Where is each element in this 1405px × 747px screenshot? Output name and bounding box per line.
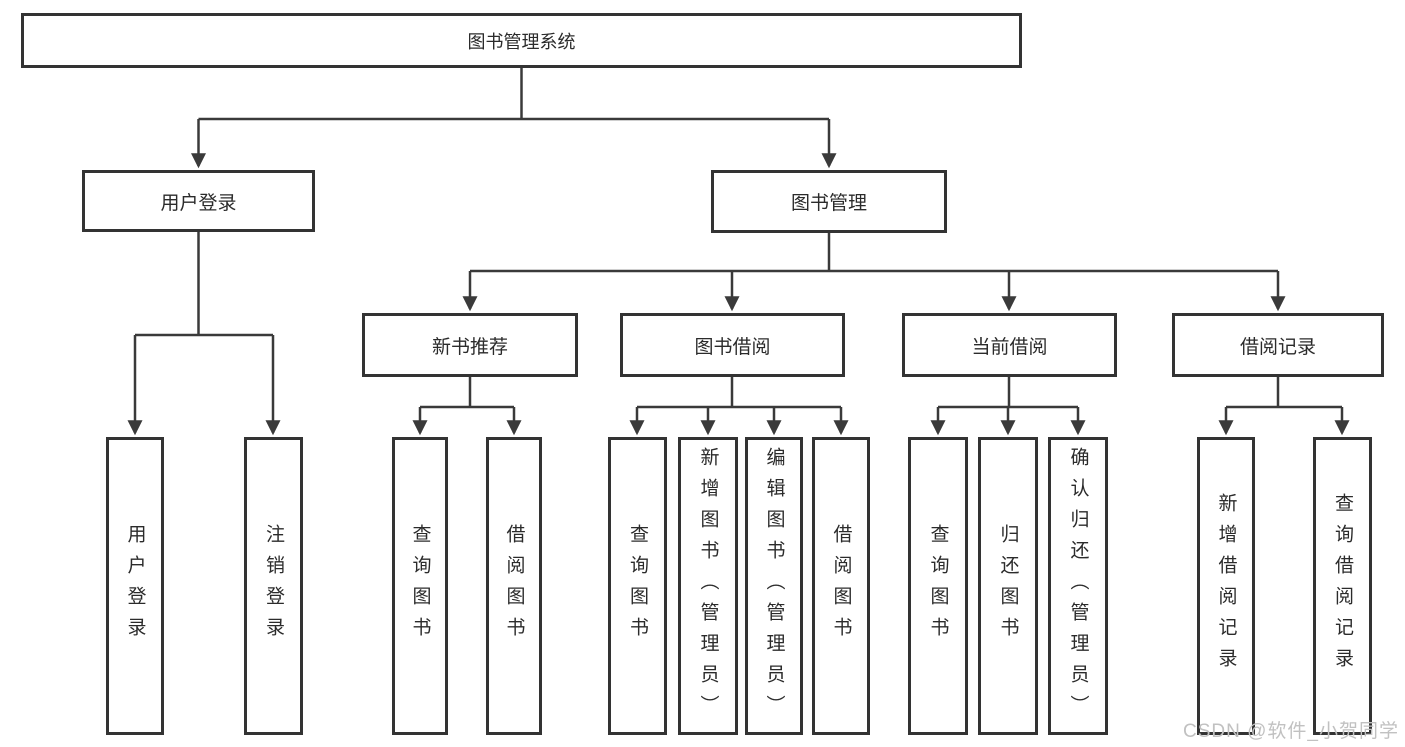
leaf-edit-books-admin: 编辑图书（管理员） (745, 437, 803, 735)
leaf-query-books-current: 查询图书 (908, 437, 968, 735)
leaf-borrow-books-recommend: 借阅图书 (486, 437, 542, 735)
connector-book-borrow-to-leaves (629, 377, 849, 436)
leaf-return-books: 归还图书 (978, 437, 1038, 735)
node-book-management: 图书管理 (711, 170, 947, 233)
leaf-user-login: 用户登录 (106, 437, 164, 735)
leaf-borrow-books: 借阅图书 (812, 437, 870, 735)
leaf-add-books-admin: 新增图书（管理员） (678, 437, 738, 735)
connector-book-mgmt-to-level3 (462, 233, 1286, 312)
leaf-query-borrow-record: 查询借阅记录 (1313, 437, 1372, 735)
node-borrowing-records: 借阅记录 (1172, 313, 1384, 377)
node-book-borrowing: 图书借阅 (620, 313, 845, 377)
leaf-query-books-recommend: 查询图书 (392, 437, 448, 735)
node-new-book-recommend: 新书推荐 (362, 313, 578, 377)
node-library-management-system: 图书管理系统 (21, 13, 1022, 68)
node-user-login: 用户登录 (82, 170, 315, 232)
leaf-query-books-borrow: 查询图书 (608, 437, 667, 735)
leaf-add-borrow-record: 新增借阅记录 (1197, 437, 1255, 735)
connector-borrow-record-to-leaves (1218, 377, 1350, 436)
node-current-borrowing: 当前借阅 (902, 313, 1117, 377)
connector-current-borrow-to-leaves (930, 377, 1086, 436)
connector-new-book-to-leaves (412, 377, 522, 436)
leaf-logout: 注销登录 (244, 437, 303, 735)
connector-root-to-level2 (191, 68, 837, 169)
connector-user-login-to-leaves (127, 232, 281, 436)
leaf-confirm-return-admin: 确认归还（管理员） (1048, 437, 1108, 735)
